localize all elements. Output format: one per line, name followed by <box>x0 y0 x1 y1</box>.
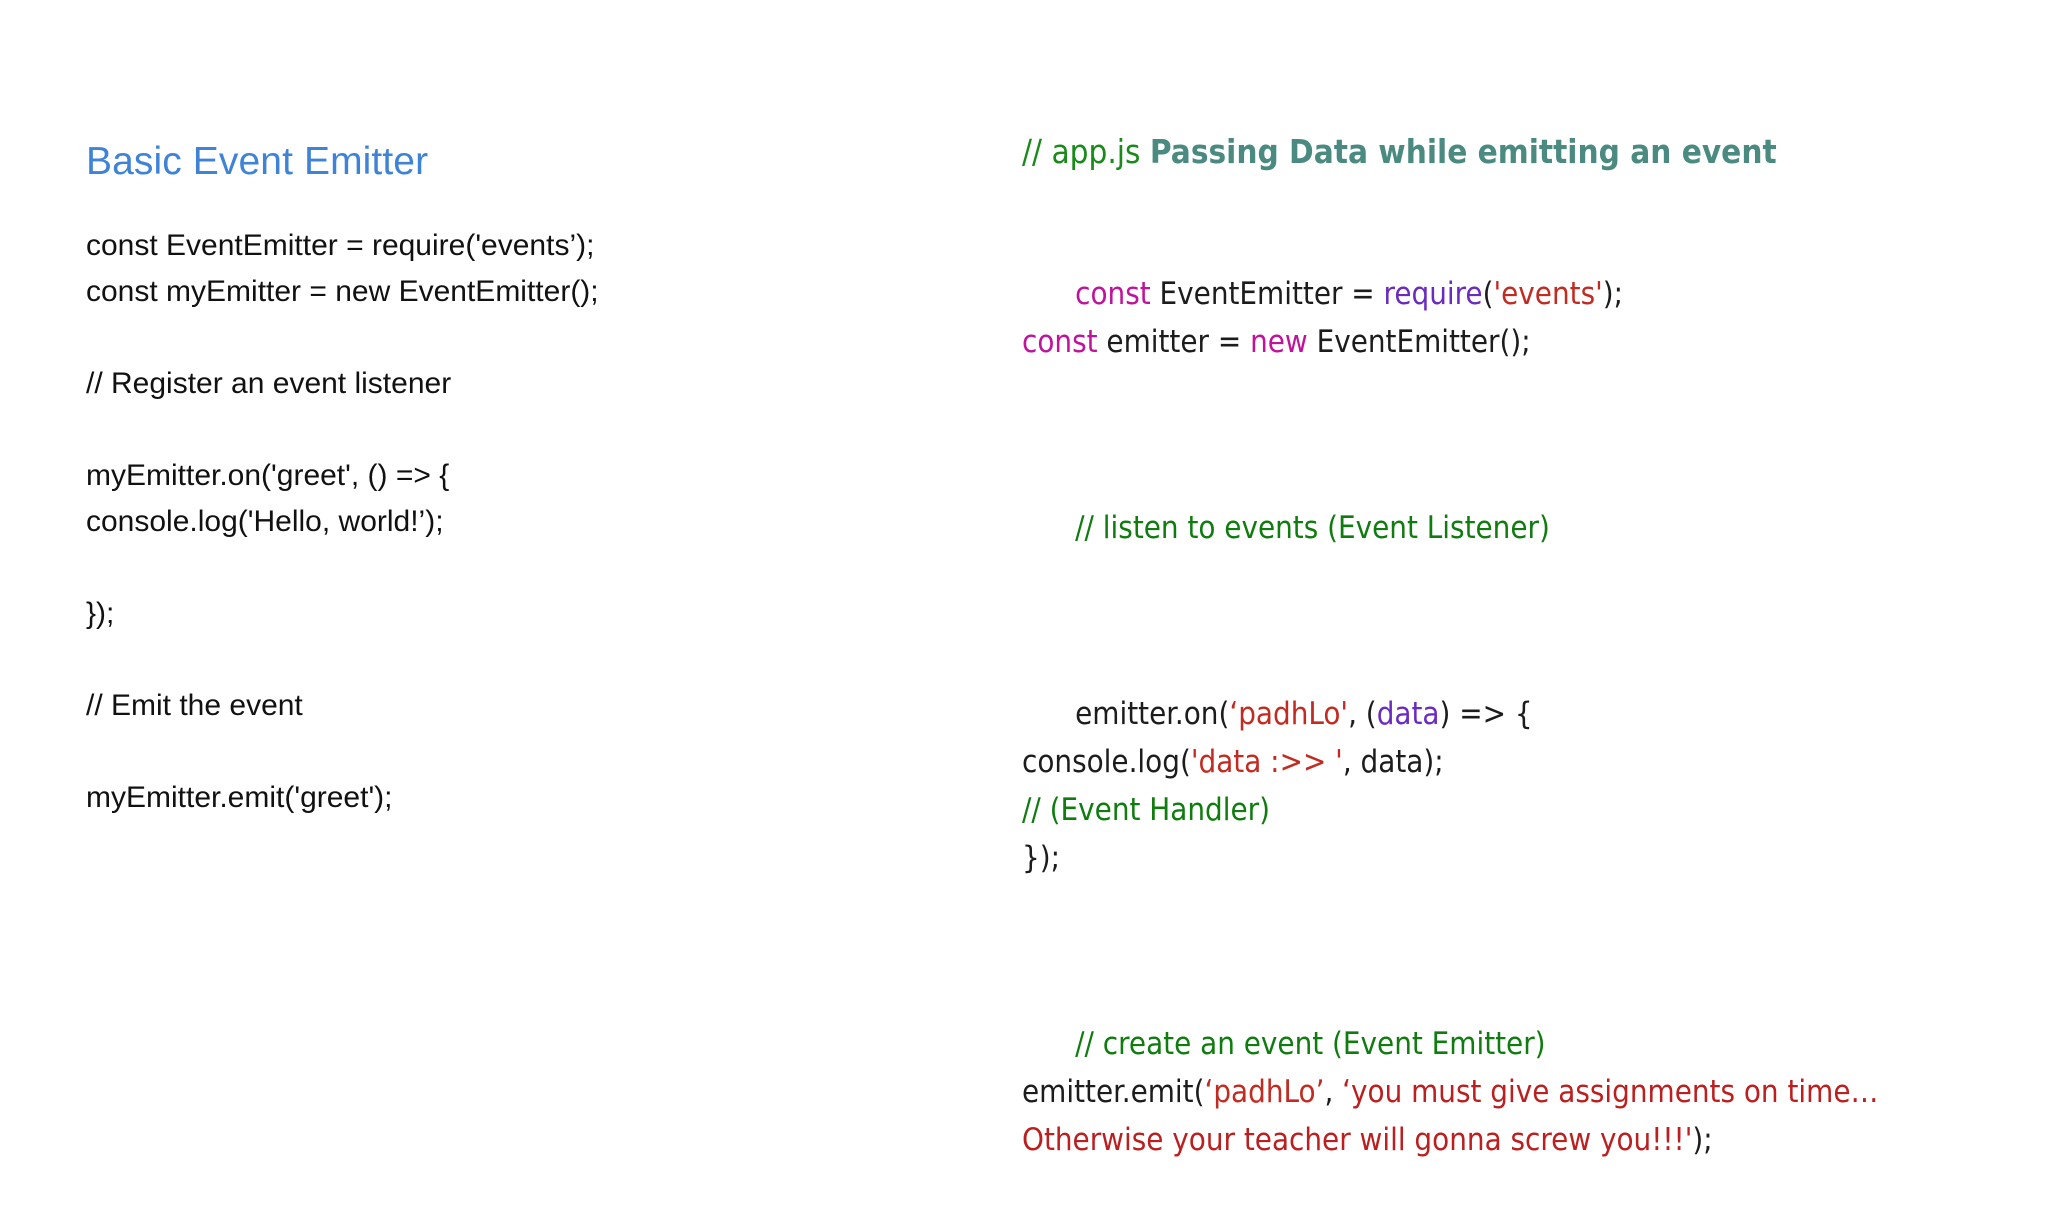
right-code-require-block: const EventEmitter = require('events'); c… <box>1022 222 1922 414</box>
left-column-title: Basic Event Emitter <box>86 140 429 183</box>
log-line-tail: , data); <box>1342 743 1444 780</box>
param-data: data <box>1376 695 1440 732</box>
on-line-mid: , ( <box>1348 695 1377 732</box>
right-code-emit-block: // create an event (Event Emitter) emitte… <box>1022 972 1922 1212</box>
emit-line-comma: , <box>1324 1073 1343 1110</box>
emitter-emit-head: emitter.emit( <box>1022 1073 1205 1110</box>
string-data-arrow: 'data :>> ' <box>1190 743 1343 780</box>
on-line-tail: ) => { <box>1439 695 1533 732</box>
binding-emitter: emitter = <box>1097 323 1251 360</box>
left-column: Basic Event Emitter const EventEmitter =… <box>86 140 906 821</box>
right-column: // app.js Passing Data while emitting an… <box>1022 132 1922 1212</box>
heading-file-comment: // app.js <box>1022 132 1150 171</box>
comment-listen-to-events: // listen to events (Event Listener) <box>1075 509 1550 546</box>
keyword-const-2: const <box>1022 323 1098 360</box>
keyword-const-1: const <box>1075 275 1151 312</box>
right-column-heading: // app.js Passing Data while emitting an… <box>1022 132 1922 172</box>
heading-bold-text: Passing Data while emitting an event <box>1149 132 1777 171</box>
left-comment-emit-event: // Emit the event <box>86 688 303 722</box>
comment-create-event: // create an event (Event Emitter) <box>1075 1025 1546 1062</box>
right-comment-listen: // listen to events (Event Listener) <box>1022 456 1922 600</box>
console-log-head: console.log( <box>1022 743 1191 780</box>
left-comment-register-listener: // Register an event listener <box>86 366 452 400</box>
left-code-require-block: const EventEmitter = require('events’); … <box>86 228 599 308</box>
left-code-listener-block: myEmitter.on('greet', () => { console.lo… <box>86 458 450 538</box>
function-require: require <box>1383 275 1483 312</box>
string-event-padhlo-on: ‘padhLo' <box>1229 695 1349 732</box>
emit-line-tail: ); <box>1692 1121 1713 1158</box>
left-code-close-block: }); <box>86 596 115 630</box>
left-code-emit-block: myEmitter.emit('greet'); <box>86 780 393 814</box>
emitter-on-head: emitter.on( <box>1075 695 1230 732</box>
binding-eventemitter: EventEmitter = <box>1150 275 1384 312</box>
listener-close-block: }); <box>1022 839 1061 876</box>
slide-canvas: Basic Event Emitter const EventEmitter =… <box>86 132 1879 1158</box>
new-line-tail: EventEmitter(); <box>1307 323 1531 360</box>
keyword-new: new <box>1250 323 1308 360</box>
require-line-tail: ); <box>1602 275 1624 312</box>
string-event-padhlo-emit: ‘padhLo’ <box>1204 1073 1325 1110</box>
paren-open-require: ( <box>1482 275 1494 312</box>
right-code-listener-block: emitter.on(‘padhLo', (data) => { console.… <box>1022 642 1922 930</box>
comment-event-handler: // (Event Handler) <box>1022 791 1270 828</box>
string-events: 'events' <box>1493 275 1603 312</box>
